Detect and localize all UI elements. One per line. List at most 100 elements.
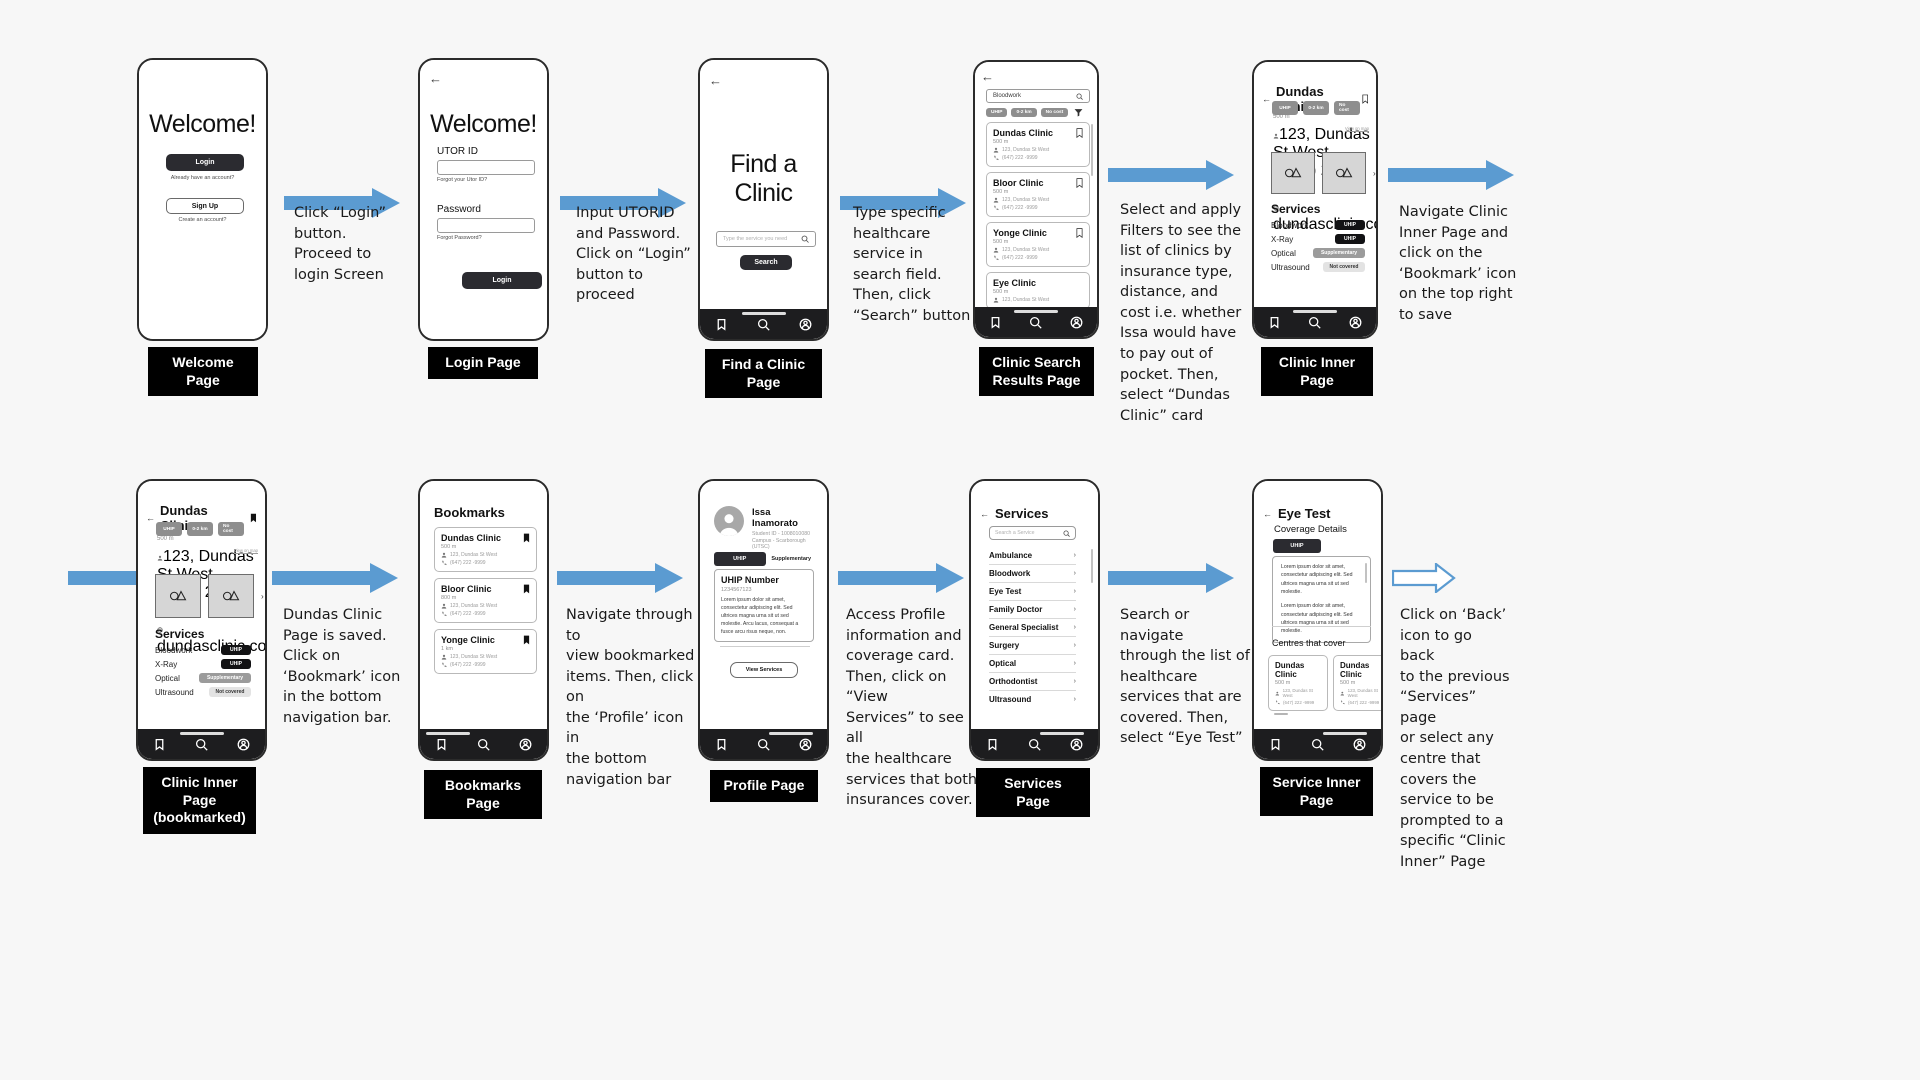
gallery-next-chevron-icon[interactable]: › (1373, 168, 1376, 178)
profile-nav-icon[interactable] (237, 738, 250, 751)
centre-card[interactable]: Dundas Clinic 500 m 123, Dundas St West … (1333, 655, 1381, 711)
clinic-photo[interactable] (1322, 152, 1366, 194)
service-name: Bloodwork (155, 645, 193, 655)
profile-nav-icon[interactable] (519, 738, 532, 751)
service-list-item[interactable]: Ambulance› (989, 547, 1076, 565)
bookmark-icon-filled[interactable] (523, 635, 530, 645)
tab-supplementary[interactable]: Supplementary (771, 556, 812, 562)
login-submit-button[interactable]: Login (462, 272, 542, 289)
bookmark-nav-icon[interactable] (989, 316, 1002, 329)
back-icon[interactable]: ← (980, 508, 989, 519)
search-nav-icon[interactable] (757, 318, 770, 331)
bookmark-icon-filled[interactable] (523, 584, 530, 594)
profile-nav-icon[interactable] (1349, 316, 1362, 329)
utorid-field[interactable] (437, 160, 535, 175)
forgot-password-link[interactable]: Forgot Password? (437, 235, 482, 241)
search-nav-icon[interactable] (477, 738, 490, 751)
clinic-result-card[interactable]: Eye Clinic 500 m 123, Dundas St West (986, 272, 1090, 309)
bookmark-nav-icon[interactable] (715, 318, 728, 331)
location-pin-icon (1275, 691, 1280, 696)
filter-chip[interactable]: No cost (1040, 108, 1069, 117)
clinic-results-list[interactable]: Dundas Clinic 500 m 123, Dundas St West … (986, 122, 1090, 309)
view-services-button[interactable]: View Services (730, 662, 798, 678)
bookmark-nav-icon[interactable] (153, 738, 166, 751)
back-icon[interactable]: ← (709, 73, 722, 88)
profile-nav-icon[interactable] (799, 318, 812, 331)
search-nav-icon[interactable] (1029, 316, 1043, 329)
search-nav-icon[interactable] (195, 738, 208, 751)
search-button[interactable]: Search (740, 255, 792, 270)
results-search-input[interactable]: Bloodwork (986, 89, 1090, 103)
clinic-photo[interactable] (208, 574, 254, 618)
bookmark-nav-icon[interactable] (435, 738, 448, 751)
search-nav-icon[interactable] (1028, 738, 1041, 751)
service-list-item[interactable]: Orthodontist› (989, 673, 1076, 691)
services-list[interactable]: Ambulance› Bloodwork› Eye Test› Family D… (989, 547, 1076, 708)
profile-nav-icon[interactable] (1070, 316, 1083, 329)
bookmarks-list[interactable]: Dundas Clinic 500 m 123, Dundas St West … (434, 527, 537, 674)
services-heading: Services (995, 506, 1049, 521)
service-search-input[interactable]: Search a Service (989, 526, 1076, 540)
back-icon[interactable]: ← (146, 513, 155, 523)
back-icon[interactable]: ← (1263, 508, 1272, 519)
coverage-tabs[interactable]: UHIP Supplementary (714, 552, 817, 566)
filter-chip[interactable]: 0-2 km (1011, 108, 1037, 117)
profile-nav-icon[interactable] (1353, 738, 1366, 751)
clinic-result-card[interactable]: Bloor Clinic 500 m 123, Dundas St West (… (986, 172, 1090, 217)
view-on-map-link[interactable]: View on map (1344, 126, 1369, 131)
service-search-input[interactable]: Type the service you need (716, 231, 816, 247)
service-list-item[interactable]: Family Doctor› (989, 601, 1076, 619)
service-list-item[interactable]: General Specialist› (989, 619, 1076, 637)
centres-carousel[interactable]: Dundas Clinic 500 m 123, Dundas St West … (1268, 655, 1381, 711)
back-icon[interactable]: ← (1262, 94, 1271, 104)
clinic-result-card[interactable]: Dundas Clinic 500 m 123, Dundas St West … (986, 122, 1090, 167)
scrollbar-thumb[interactable] (1091, 124, 1093, 176)
login-button[interactable]: Login (166, 154, 244, 171)
service-list-item[interactable]: Optical› (989, 655, 1076, 673)
bookmark-nav-icon[interactable] (986, 738, 999, 751)
bookmark-icon-filled[interactable] (250, 513, 257, 523)
profile-nav-icon[interactable] (799, 738, 812, 751)
service-list-item[interactable]: Ultrasound› (989, 691, 1076, 708)
search-nav-icon[interactable] (757, 738, 770, 751)
bookmark-icon[interactable] (1076, 128, 1083, 138)
bookmark-card[interactable]: Yonge Clinic 1 km 123, Dundas St West (6… (434, 629, 537, 674)
bookmark-nav-icon[interactable] (1268, 316, 1281, 329)
bookmark-nav-icon[interactable] (1269, 738, 1282, 751)
filter-icon[interactable] (1074, 108, 1083, 117)
service-list-item[interactable]: Surgery› (989, 637, 1076, 655)
bookmark-card[interactable]: Bloor Clinic 800 m 123, Dundas St West (… (434, 578, 537, 623)
coverage-tab-uhip[interactable]: UHIP (1273, 539, 1321, 553)
bookmark-icon-filled[interactable] (523, 533, 530, 543)
forgot-utorid-link[interactable]: Forgot your Utor ID? (437, 177, 488, 183)
search-nav-icon[interactable] (1308, 316, 1322, 329)
bookmark-icon[interactable] (1361, 94, 1369, 104)
service-list-item[interactable]: Bloodwork› (989, 565, 1076, 583)
profile-nav-icon[interactable] (1070, 738, 1083, 751)
back-icon[interactable]: ← (981, 69, 994, 84)
gallery-next-chevron-icon[interactable]: › (261, 591, 264, 601)
back-icon[interactable]: ← (429, 71, 442, 86)
clinic-result-card[interactable]: Yonge Clinic 500 m 123, Dundas St West (… (986, 222, 1090, 267)
signup-button[interactable]: Sign Up (166, 198, 244, 214)
clinic-photo-gallery[interactable]: › (1271, 152, 1376, 194)
view-on-map-link[interactable]: View on map (233, 548, 258, 553)
clinic-photo[interactable] (1271, 152, 1315, 194)
clinic-photo-gallery[interactable]: › (155, 574, 264, 618)
bookmark-card[interactable]: Dundas Clinic 500 m 123, Dundas St West … (434, 527, 537, 572)
flow-arrow-2 (560, 188, 686, 218)
bookmark-nav-icon[interactable] (715, 738, 728, 751)
bookmark-icon[interactable] (1076, 228, 1083, 238)
service-list-item[interactable]: Eye Test› (989, 583, 1076, 601)
scrollbar-thumb[interactable] (1091, 549, 1093, 583)
password-field[interactable] (437, 218, 535, 233)
bookmark-icon[interactable] (1076, 178, 1083, 188)
clinic-name: Dundas Clinic (1275, 661, 1305, 679)
tab-uhip[interactable]: UHIP (714, 552, 766, 566)
clinic-photo[interactable] (155, 574, 201, 618)
scrollbar-thumb[interactable] (1365, 563, 1367, 583)
search-nav-icon[interactable] (1311, 738, 1324, 751)
filter-chip[interactable]: UHIP (986, 108, 1008, 117)
centre-card[interactable]: Dundas Clinic 500 m 123, Dundas St West … (1268, 655, 1328, 711)
